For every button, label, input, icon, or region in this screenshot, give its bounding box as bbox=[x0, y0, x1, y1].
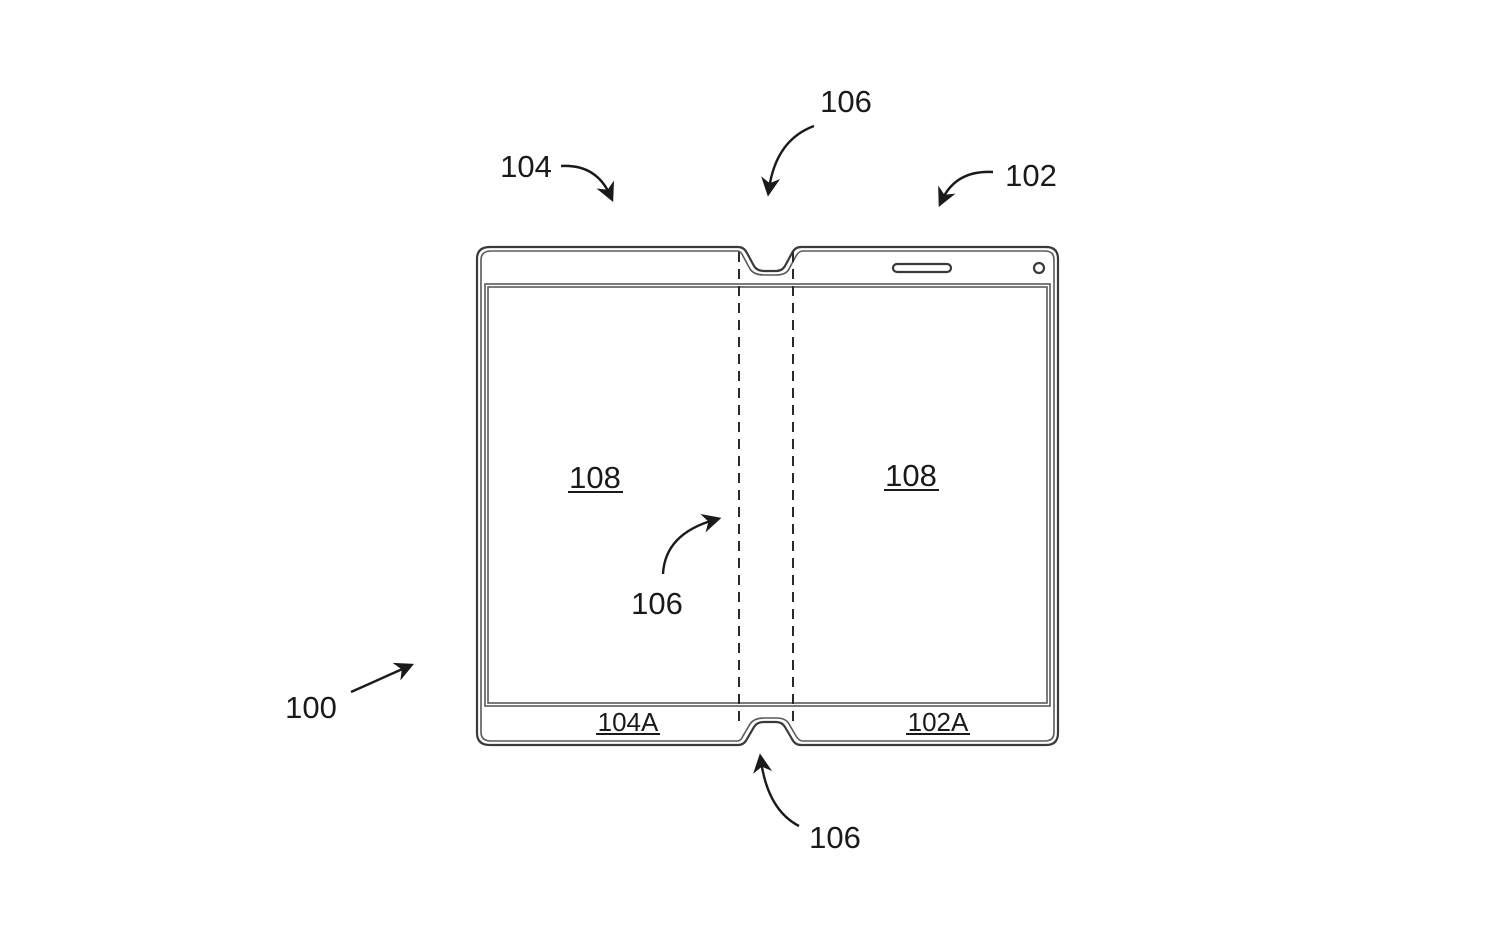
leader-hinge-middle bbox=[661, 513, 722, 575]
screen-inner bbox=[487, 286, 1048, 704]
label-hinge-top: 106 bbox=[820, 84, 872, 119]
label-screen-left: 108 bbox=[569, 460, 621, 495]
label-right-housing: 102 bbox=[1005, 158, 1057, 193]
leader-hinge-bottom bbox=[753, 753, 800, 828]
label-device: 100 bbox=[285, 690, 337, 725]
foldable-device bbox=[475, 245, 1060, 747]
device-outer-outline bbox=[475, 245, 1060, 747]
label-bezel-left: 104A bbox=[598, 707, 659, 737]
label-hinge-bottom: 106 bbox=[809, 820, 861, 855]
label-screen-right: 108 bbox=[885, 458, 937, 493]
leader-left-housing bbox=[560, 164, 615, 202]
leader-device bbox=[350, 662, 415, 694]
label-hinge-middle: 106 bbox=[631, 586, 683, 621]
device-inner-outline bbox=[480, 250, 1055, 742]
leader-hinge-top bbox=[761, 124, 815, 197]
label-left-housing: 104 bbox=[500, 149, 552, 184]
label-bezel-right: 102A bbox=[908, 707, 969, 737]
leader-right-housing bbox=[938, 170, 994, 207]
screen-outer bbox=[484, 283, 1051, 707]
camera-icon bbox=[1032, 261, 1046, 275]
speaker-slot-icon bbox=[891, 262, 953, 274]
